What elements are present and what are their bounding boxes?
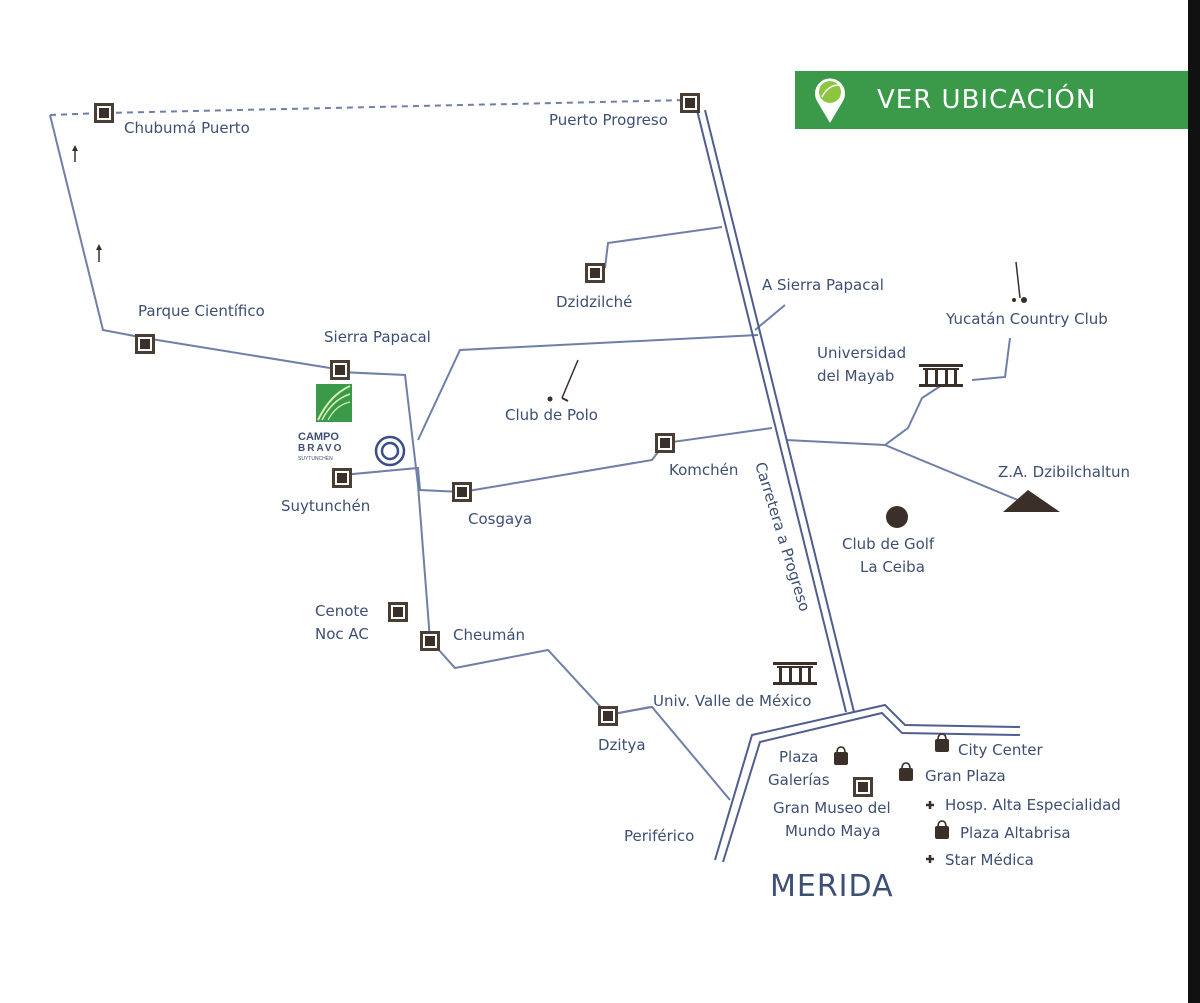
label-mundo-maya: Mundo Maya	[785, 822, 881, 840]
logo-text-suytunchen: SUYTUNCHÉN	[298, 455, 333, 462]
map-pin-icon	[795, 71, 865, 129]
label-univ-valle-de-mexico: Univ. Valle de México	[653, 692, 811, 710]
label-puerto-progreso: Puerto Progreso	[549, 111, 668, 129]
label-merida: MERIDA	[770, 869, 894, 904]
road-cosgaya-komchen	[341, 427, 773, 494]
polo-icon	[547, 359, 579, 402]
town-marker-icon	[853, 777, 873, 797]
road-mayab	[884, 384, 943, 446]
university-icon	[919, 364, 963, 387]
label-del-mayab: del Mayab	[817, 367, 894, 385]
ver-ubicacion-label: VER UBICACIÓN	[877, 85, 1097, 115]
label-club-de-golf: Club de Golf	[842, 535, 935, 553]
label-parque-cientifico: Parque Científico	[138, 302, 265, 320]
label-plaza-altabrisa: Plaza Altabrisa	[960, 824, 1071, 842]
town-marker-icon	[135, 334, 155, 354]
label-chubuma-puerto: Chubumá Puerto	[124, 119, 250, 137]
road-sierra-connector	[754, 304, 786, 331]
town-marker-icon	[655, 433, 675, 453]
highway-progreso-right	[704, 109, 855, 713]
label-dzitya: Dzitya	[598, 736, 646, 754]
north-arrow-icon	[72, 145, 102, 262]
right-edge-bar	[1188, 0, 1200, 1003]
place-labels: Chubumá Puerto Puerto Progreso Dzidzilch…	[124, 111, 1130, 904]
label-hosp-alta-especialidad: Hosp. Alta Especialidad	[945, 796, 1121, 814]
town-marker-icon	[598, 706, 618, 726]
label-noc-ac: Noc AC	[315, 625, 369, 643]
location-target-icon	[374, 435, 406, 467]
road-coast	[49, 114, 331, 369]
label-gran-plaza: Gran Plaza	[925, 767, 1006, 785]
town-marker-icon	[452, 482, 472, 502]
campo-bravo-logo: CAMPO BRAVO SUYTUNCHÉN	[298, 384, 352, 462]
hospital-icon	[926, 855, 934, 863]
hospital-icon	[926, 801, 934, 809]
golf-flag-icon	[1012, 261, 1027, 303]
logo-text-bravo: BRAVO	[298, 443, 343, 454]
town-marker-icon	[332, 468, 352, 488]
label-suytunchen: Suytunchén	[281, 497, 370, 515]
roads	[49, 99, 1026, 801]
label-club-de-polo: Club de Polo	[505, 406, 598, 424]
label-star-medica: Star Médica	[945, 851, 1034, 869]
coast-dashed-road	[49, 99, 691, 116]
periferico-left	[714, 703, 1021, 861]
label-carretera-a-progreso: Carretera a Progreso	[751, 460, 814, 614]
ver-ubicacion-button[interactable]: VER UBICACIÓN	[795, 71, 1189, 129]
label-galerias: Galerías	[768, 771, 830, 789]
label-dzidzilche: Dzidzilché	[556, 293, 632, 311]
label-cosgaya: Cosgaya	[468, 510, 532, 528]
road-country-club	[971, 337, 1011, 381]
label-cenote: Cenote	[315, 602, 369, 620]
highways	[696, 109, 1021, 863]
shopping-bag-icon	[833, 746, 849, 766]
road-cheuman-dzitya	[429, 639, 731, 801]
golf-ball-icon	[886, 506, 908, 528]
label-universidad: Universidad	[817, 344, 906, 362]
label-plaza: Plaza	[779, 748, 818, 766]
label-komchen: Komchén	[669, 461, 738, 479]
road-sierra-papacal	[417, 334, 759, 441]
label-city-center: City Center	[958, 741, 1043, 759]
town-marker-icon	[585, 263, 605, 283]
pyramid-icon	[1003, 490, 1060, 512]
highway-progreso-left	[696, 109, 847, 713]
university-icon	[773, 662, 817, 685]
logo-text-campo: CAMPO	[298, 431, 339, 443]
town-marker-icon	[330, 360, 350, 380]
town-marker-icon	[94, 103, 114, 123]
label-yucatan-country-club: Yucatán Country Club	[945, 310, 1108, 328]
shopping-bag-icon	[898, 762, 914, 782]
label-cheuman: Cheumán	[453, 626, 525, 644]
road-dzibilchaltun	[785, 439, 1026, 504]
road-dzidzilche	[604, 226, 723, 269]
label-periferico: Periférico	[624, 827, 694, 845]
shopping-bag-icon	[934, 820, 950, 840]
shopping-bag-icon	[934, 733, 950, 753]
label-sierra-papacal: Sierra Papacal	[324, 328, 431, 346]
label-a-sierra-papacal: A Sierra Papacal	[762, 276, 884, 294]
road-sierra-cheuman	[339, 371, 431, 641]
town-marker-icon	[680, 93, 700, 113]
town-marker-icon	[388, 602, 408, 622]
town-marker-icon	[420, 631, 440, 651]
label-gran-museo-del: Gran Museo del	[773, 799, 891, 817]
label-la-ceiba: La Ceiba	[860, 558, 925, 576]
label-dzibilchaltun: Z.A. Dzibilchaltun	[998, 463, 1130, 481]
